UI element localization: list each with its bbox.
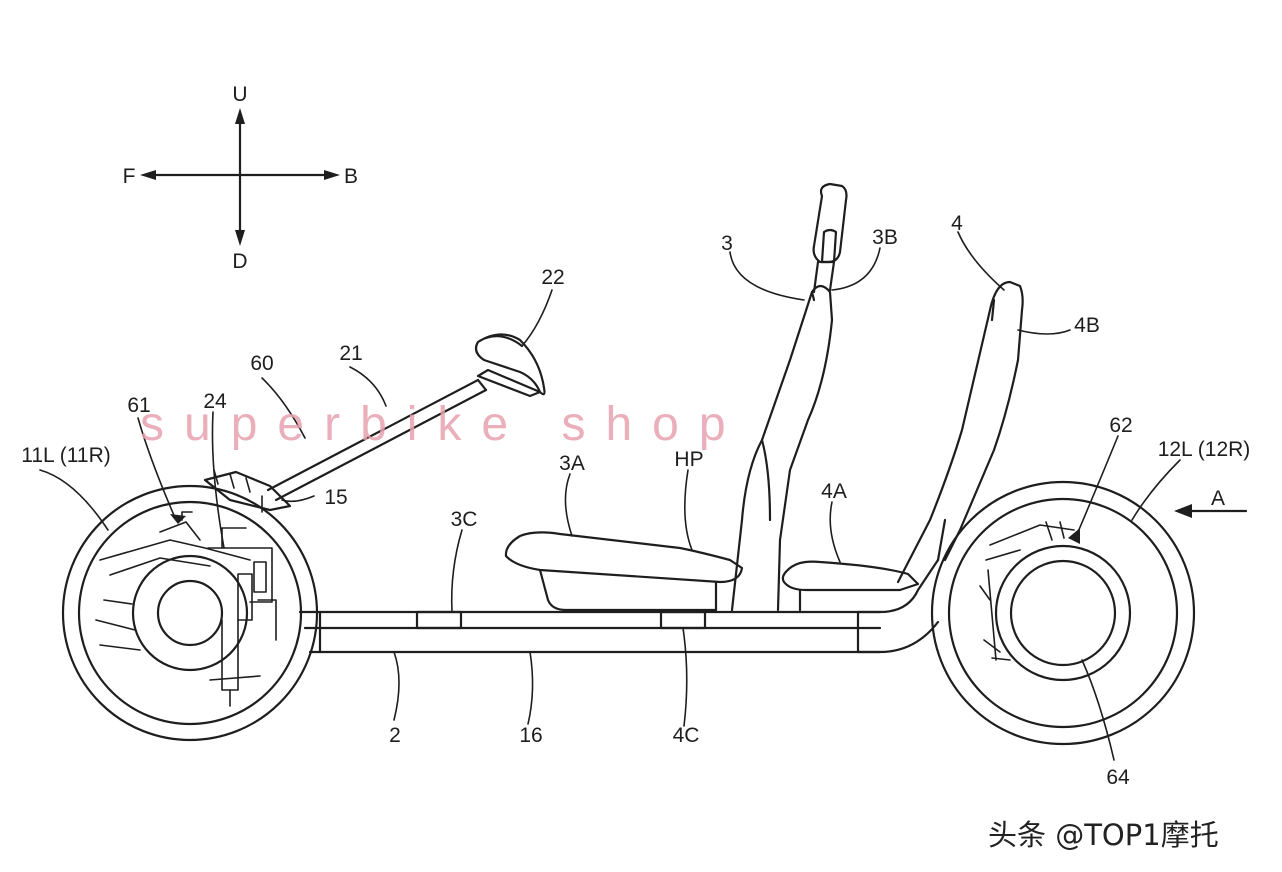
label-64: 64 [1106,766,1130,789]
arrow-up-icon [235,108,245,124]
arrow-back-icon [324,170,340,180]
label-60: 60 [250,352,273,375]
label-21: 21 [339,342,362,365]
label-22: 22 [541,266,564,289]
label-61: 61 [127,394,150,417]
front-suspension-mechanism [95,511,277,707]
arrow-front-icon [140,170,156,180]
seat-mount-4c [659,610,707,630]
rear-wheel [930,480,1196,746]
front-seat [504,182,848,612]
axis-down-label: D [232,250,247,273]
label-16: 16 [519,724,542,747]
label-4B: 4B [1074,314,1100,337]
label-62: 62 [1109,414,1132,437]
direction-compass: U D F B [123,83,358,273]
label-3B: 3B [872,226,898,249]
axis-back-label: B [344,165,358,188]
axis-up-label: U [232,83,247,106]
view-a-label: A [1211,487,1225,510]
label-2: 2 [389,724,401,747]
part-labels: 11L (11R) 61 24 60 21 22 15 3 3B 4 4B 3A… [21,212,1250,789]
axis-front-label: F [123,165,136,188]
view-arrow-a: A [1174,487,1248,518]
rear-seat [781,280,1024,612]
front-wheel [61,484,319,742]
label-4A: 4A [821,480,847,503]
seat-mount-3c [415,610,463,630]
arrow-62-icon [1068,528,1080,544]
rear-drive-mechanism [979,521,1075,661]
label-11L: 11L (11R) [21,444,111,467]
label-12L: 12L (12R) [1158,438,1251,461]
watermark-text: superbike shop [140,398,746,451]
steering-wheel [474,333,546,398]
label-4: 4 [951,212,963,235]
label-HP: HP [674,448,703,471]
arrow-down-icon [235,230,245,246]
leader-lines [39,231,1181,761]
label-24: 24 [203,390,227,413]
label-4C: 4C [673,724,700,747]
chassis-frame [298,518,947,654]
label-15: 15 [324,486,347,509]
label-3A: 3A [559,452,585,475]
source-credit: 头条 @TOP1摩托 [988,818,1219,852]
label-3C: 3C [451,508,478,531]
label-3: 3 [721,232,733,255]
